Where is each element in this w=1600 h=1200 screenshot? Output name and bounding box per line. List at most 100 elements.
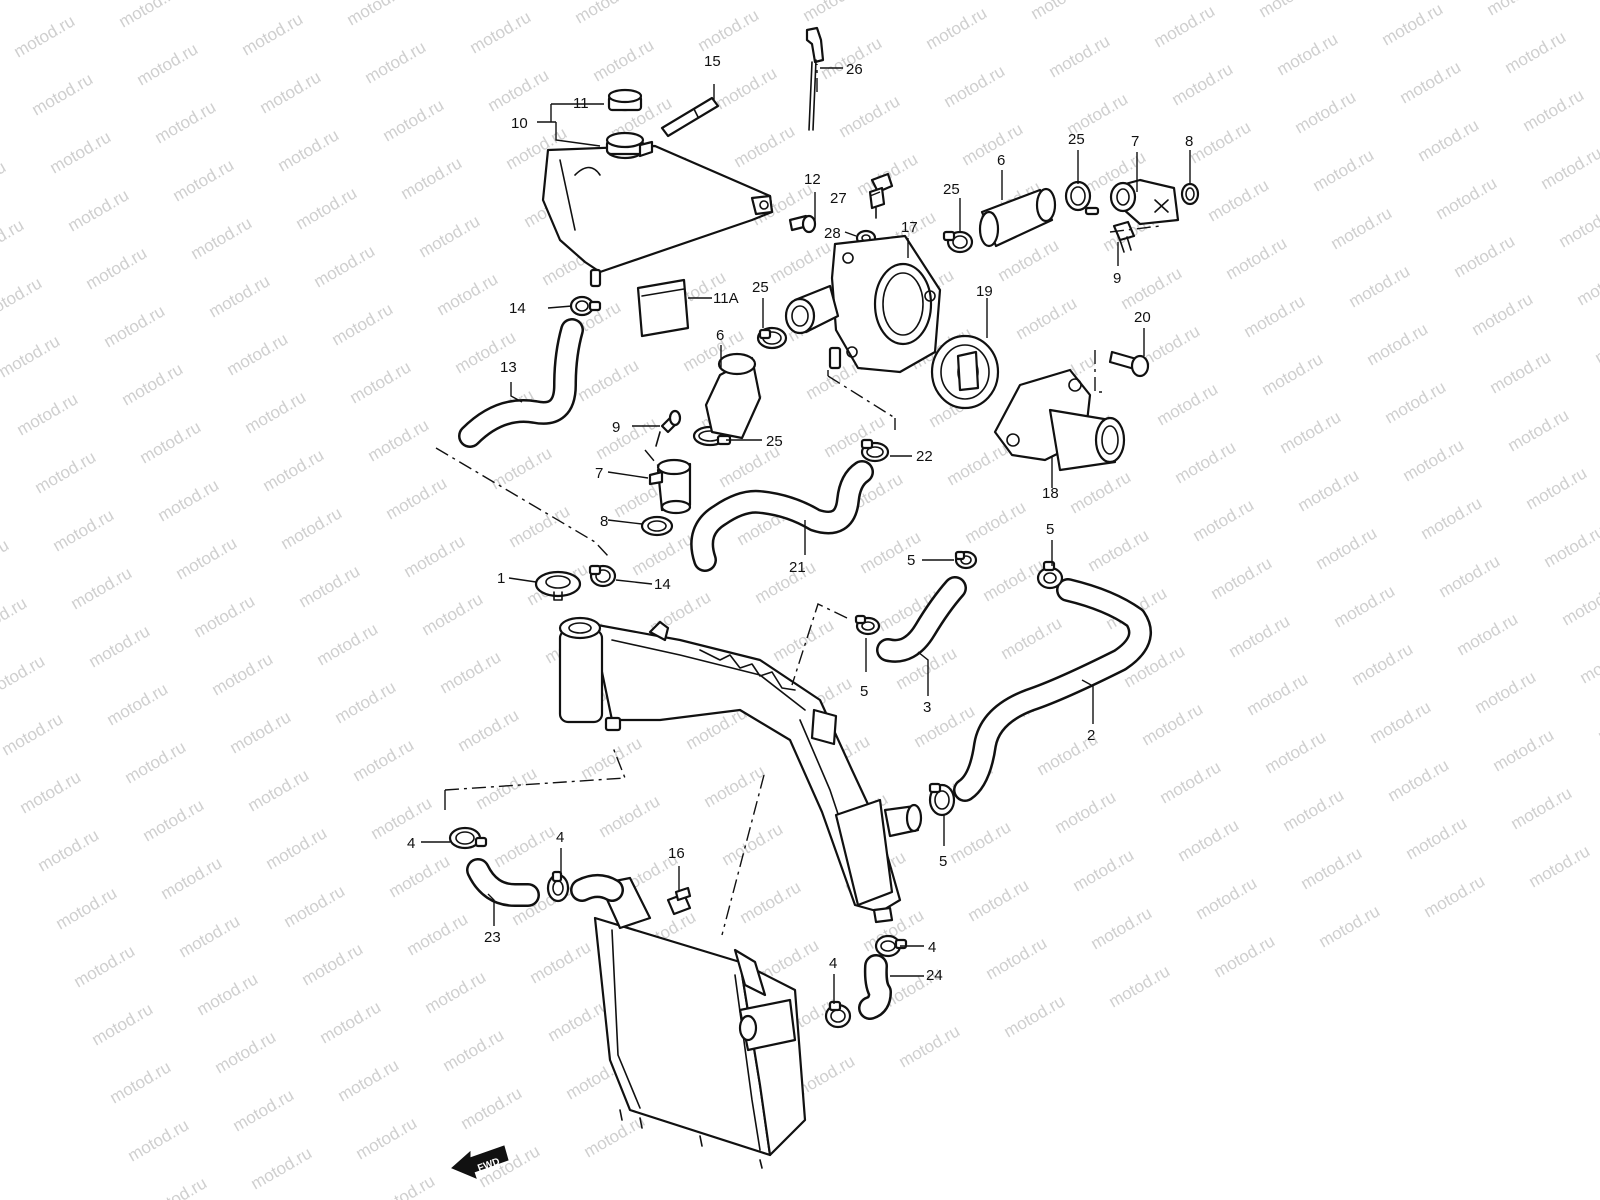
watermark-text: motod.ru bbox=[467, 7, 535, 57]
watermark-text: motod.ru bbox=[572, 0, 640, 27]
watermark-text: motod.ru bbox=[35, 825, 103, 875]
watermark-text: motod.ru bbox=[353, 1113, 421, 1163]
bolt-20 bbox=[1108, 350, 1150, 378]
watermark-text: motod.ru bbox=[1577, 637, 1600, 687]
callout-23: 23 bbox=[484, 929, 501, 946]
watermark-text: motod.ru bbox=[1157, 757, 1225, 807]
watermark-text: motod.ru bbox=[1154, 379, 1222, 429]
watermark-text: motod.ru bbox=[488, 443, 556, 493]
watermark-text: motod.ru bbox=[1421, 871, 1489, 921]
watermark-text: motod.ru bbox=[212, 1027, 280, 1077]
callout-28: 28 bbox=[824, 225, 841, 242]
watermark-text: motod.ru bbox=[713, 63, 781, 113]
bolt-9-upper bbox=[1112, 220, 1136, 253]
watermark-text: motod.ru bbox=[1298, 843, 1366, 893]
watermark-text: motod.ru bbox=[1484, 0, 1552, 19]
watermark-text: motod.ru bbox=[122, 737, 190, 787]
watermark-text: motod.ru bbox=[944, 439, 1012, 489]
clamp-14-lower bbox=[588, 564, 617, 588]
watermark-text: motod.ru bbox=[1310, 145, 1378, 195]
watermark-text: motod.ru bbox=[1187, 117, 1255, 167]
callout-9: 9 bbox=[612, 419, 620, 436]
fitting-7-upper bbox=[1109, 178, 1180, 226]
watermark-text: motod.ru bbox=[245, 765, 313, 815]
watermark-text: motod.ru bbox=[191, 591, 259, 641]
watermark-text: motod.ru bbox=[422, 967, 490, 1017]
clamp-4-right-top bbox=[874, 934, 908, 958]
watermark-text: motod.ru bbox=[293, 183, 361, 233]
watermark-text: motod.ru bbox=[317, 997, 385, 1047]
watermark-text: motod.ru bbox=[419, 589, 487, 639]
watermark-text: motod.ru bbox=[362, 37, 430, 87]
watermark-text: motod.ru bbox=[260, 445, 328, 495]
watermark-text: motod.ru bbox=[50, 505, 118, 555]
hose-3 bbox=[876, 576, 967, 663]
watermark-text: motod.ru bbox=[578, 733, 646, 783]
watermark-text: motod.ru bbox=[983, 933, 1051, 983]
watermark-text: motod.ru bbox=[68, 563, 136, 613]
watermark-text: motod.ru bbox=[1001, 991, 1069, 1041]
callout-10: 10 bbox=[511, 115, 528, 132]
watermark-text: motod.ru bbox=[257, 67, 325, 117]
reservoir-tank bbox=[541, 131, 774, 288]
watermark-text: motod.ru bbox=[1595, 695, 1600, 745]
callout-5: 5 bbox=[939, 853, 947, 870]
watermark-text: motod.ru bbox=[1316, 901, 1384, 951]
callout-14: 14 bbox=[509, 300, 526, 317]
callout-7: 7 bbox=[1131, 133, 1139, 150]
plug-16 bbox=[666, 886, 692, 916]
watermark-text: motod.ru bbox=[221, 0, 289, 1]
watermark-text: motod.ru bbox=[1328, 203, 1396, 253]
clamp-4-left bbox=[448, 826, 488, 850]
watermark-text: motod.ru bbox=[1559, 579, 1600, 629]
watermark-text: motod.ru bbox=[1538, 143, 1600, 193]
thermostat-housing bbox=[784, 234, 942, 374]
watermark-text: motod.ru bbox=[1088, 903, 1156, 953]
watermark-text: motod.ru bbox=[380, 95, 448, 145]
watermark-text: motod.ru bbox=[365, 415, 433, 465]
watermark-text: motod.ru bbox=[278, 503, 346, 553]
callout-5: 5 bbox=[1046, 521, 1054, 538]
callout-7: 7 bbox=[595, 465, 603, 482]
watermark-text: motod.ru bbox=[575, 355, 643, 405]
callout-12: 12 bbox=[804, 171, 821, 188]
fitting-7-mid bbox=[648, 458, 692, 515]
watermark-text: motod.ru bbox=[0, 273, 45, 323]
watermark-text: motod.ru bbox=[437, 647, 505, 697]
watermark-text: motod.ru bbox=[1151, 1, 1219, 51]
watermark-text: motod.ru bbox=[980, 555, 1048, 605]
callout-16: 16 bbox=[668, 845, 685, 862]
watermark-text: motod.ru bbox=[1241, 291, 1309, 341]
callout-26: 26 bbox=[846, 61, 863, 78]
watermark-text: motod.ru bbox=[1403, 813, 1471, 863]
watermark-text: motod.ru bbox=[1205, 175, 1273, 225]
watermark-text: motod.ru bbox=[1046, 31, 1114, 81]
watermark-text: motod.ru bbox=[596, 791, 664, 841]
watermark-text: motod.ru bbox=[1397, 57, 1465, 107]
watermark-text: motod.ru bbox=[965, 875, 1033, 925]
watermark-text: motod.ru bbox=[368, 793, 436, 843]
watermark-text: motod.ru bbox=[458, 1083, 526, 1133]
watermark-text: motod.ru bbox=[1490, 725, 1558, 775]
callout-17: 17 bbox=[901, 219, 918, 236]
callout-4: 4 bbox=[407, 835, 415, 852]
callout-2: 2 bbox=[1087, 727, 1095, 744]
watermark-text: motod.ru bbox=[998, 613, 1066, 663]
watermark-text: motod.ru bbox=[11, 11, 79, 61]
watermark-text: motod.ru bbox=[104, 679, 172, 729]
watermark-text: motod.ru bbox=[119, 359, 187, 409]
watermark-text: motod.ru bbox=[1385, 755, 1453, 805]
watermark-text: motod.ru bbox=[230, 1085, 298, 1135]
watermark-text: motod.ru bbox=[1592, 317, 1600, 367]
watermark-text: motod.ru bbox=[1523, 463, 1591, 513]
callout-18: 18 bbox=[1042, 485, 1059, 502]
watermark-text: motod.ru bbox=[1556, 201, 1600, 251]
watermark-text: motod.ru bbox=[1415, 115, 1483, 165]
breather-hose-15 bbox=[660, 96, 720, 138]
hose-6-mid bbox=[704, 352, 762, 440]
watermark-text: motod.ru bbox=[962, 497, 1030, 547]
watermark-text: motod.ru bbox=[299, 939, 367, 989]
watermark-text: motod.ru bbox=[1028, 0, 1096, 23]
callout-5: 5 bbox=[860, 683, 868, 700]
watermark-text: motod.ru bbox=[275, 125, 343, 175]
